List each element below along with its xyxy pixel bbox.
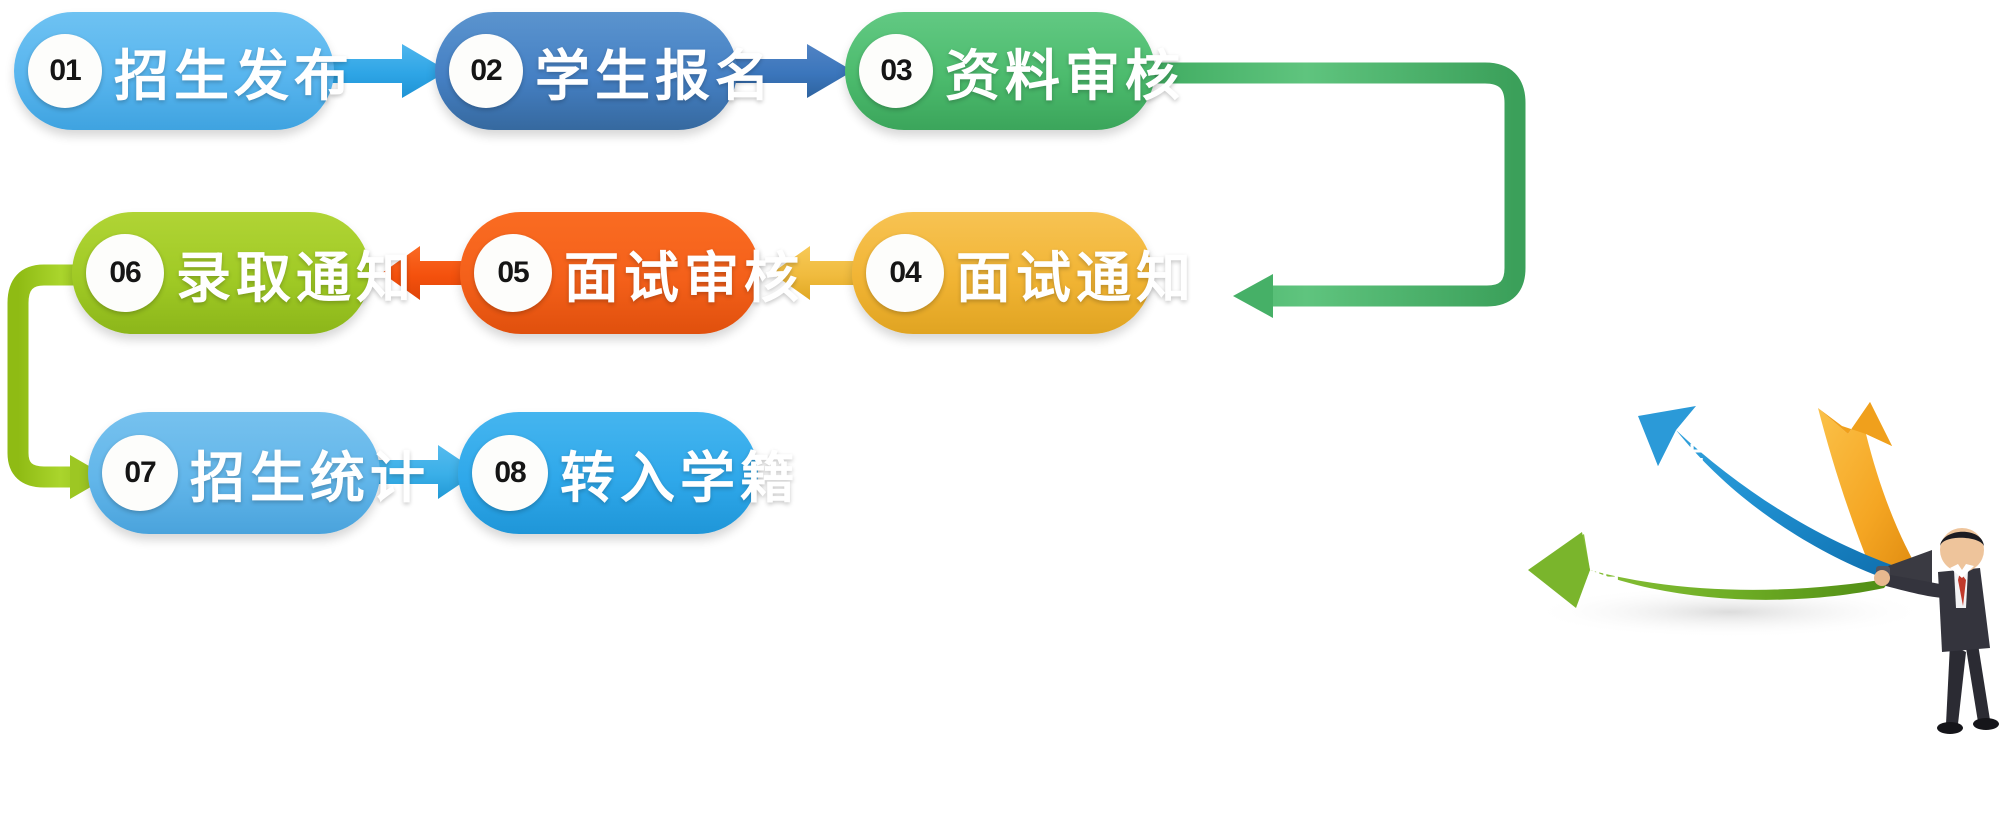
node-05-interview-review[interactable]: 05 面试审核 [460, 212, 799, 334]
recruitment-megaphone-illustration: 生 招 [1528, 402, 1999, 734]
node-03-label: 资料审核 [945, 45, 1186, 107]
node-05-label: 面试审核 [564, 247, 805, 309]
node-01-label: 招生发布 [114, 45, 355, 107]
node-03-number-badge: 03 [859, 34, 933, 108]
swoosh-char-zhao: 招 [1592, 553, 1620, 584]
node-02-label: 学生报名 [535, 45, 776, 107]
connector-03-to-04 [1135, 62, 1526, 318]
node-07-label: 招生统计 [190, 447, 431, 509]
node-04-interview-notice[interactable]: 04 面试通知 [852, 212, 1191, 334]
connector-05-to-06 [382, 246, 490, 300]
node-07-number-badge: 07 [102, 435, 178, 511]
node-03-document-review[interactable]: 03 资料审核 [845, 12, 1180, 130]
connector-07-to-08 [376, 445, 478, 499]
node-06-admission-notice[interactable]: 06 录取通知 [72, 212, 411, 334]
node-02-student-register[interactable]: 02 学生报名 [435, 12, 770, 130]
node-01-admission-publish[interactable]: 01 招生发布 [14, 12, 349, 130]
node-08-number-badge: 08 [472, 435, 548, 511]
node-08-transfer-enrollment[interactable]: 08 转入学籍 [458, 412, 795, 534]
node-06-label: 录取通知 [176, 247, 417, 309]
node-06-number-badge: 06 [86, 234, 164, 312]
node-05-number-badge: 05 [474, 234, 552, 312]
connector-02-to-03 [733, 44, 853, 98]
swoosh-char-sheng: 生 [1678, 443, 1706, 474]
node-01-number-badge: 01 [28, 34, 102, 108]
node-04-label: 面试通知 [956, 247, 1197, 309]
node-08-label: 转入学籍 [560, 447, 801, 509]
node-04-number-badge: 04 [866, 234, 944, 312]
node-07-admission-statistics[interactable]: 07 招生统计 [88, 412, 425, 534]
node-02-number-badge: 02 [449, 34, 523, 108]
connector-04-to-05 [772, 246, 880, 300]
connector-01-to-02 [330, 44, 448, 98]
